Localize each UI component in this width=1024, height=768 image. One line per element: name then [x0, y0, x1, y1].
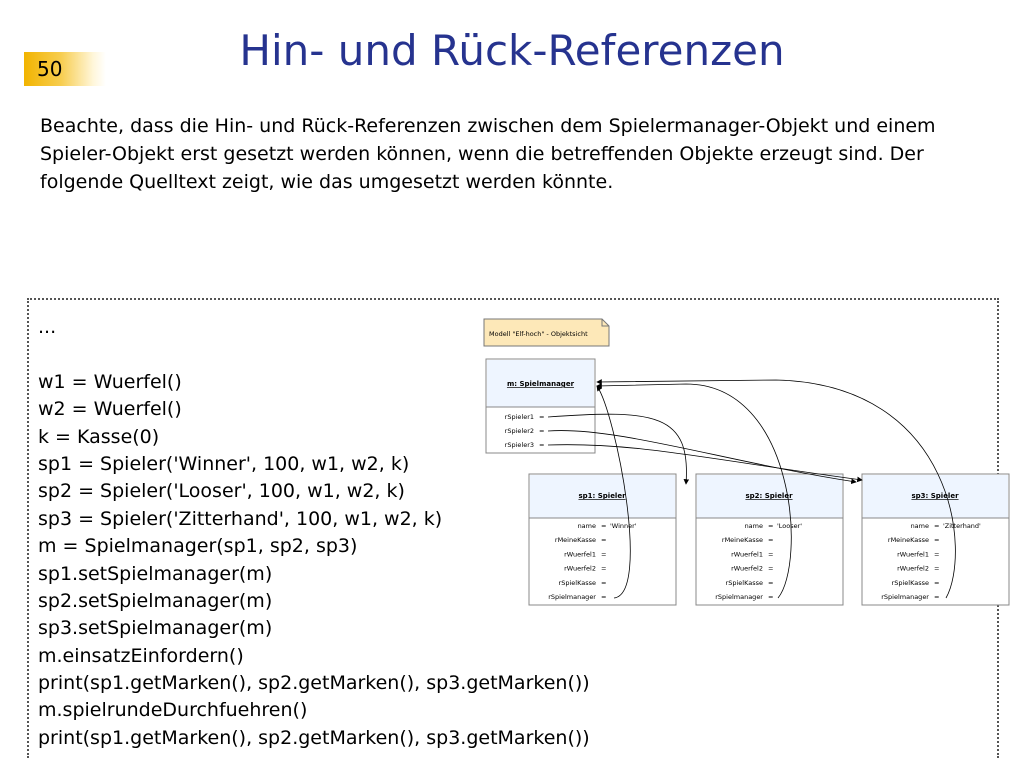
attribute-name: name [578, 522, 596, 530]
intro-paragraph: Beachte, dass die Hin- und Rück-Referenz… [40, 115, 936, 193]
code-listing: ... w1 = Wuerfel() w2 = Wuerfel() k = Kasse… [38, 314, 590, 752]
attribute-name: rSpielKasse [892, 579, 929, 587]
player-header: sp1: Spieler [578, 492, 626, 500]
attribute-name: rWuerfel1 [731, 550, 763, 558]
attribute-operator: = [768, 522, 773, 530]
attribute-name: rMeineKasse [888, 536, 929, 544]
attribute-operator: = [768, 550, 773, 558]
attribute-value: 'Looser' [777, 522, 802, 530]
code-line: print(sp1.getMarken(), sp2.getMarken(), … [38, 672, 590, 695]
manager-header: m: Spielmanager [507, 380, 575, 388]
code-line: sp1.setSpielmanager(m) [38, 562, 273, 585]
code-line: k = Kasse(0) [38, 425, 160, 448]
attribute-operator: = [934, 550, 939, 558]
attribute-value: 'Winner' [610, 522, 637, 530]
code-line: sp1 = Spieler('Winner', 100, w1, w2, k) [38, 452, 410, 475]
object-diagram: Modell "Elf-hoch" - Objektsicht m: Spiel… [483, 318, 1010, 606]
attribute-operator: = [601, 550, 606, 558]
slide-number: 50 [24, 52, 106, 86]
diagram-note-text: Modell "Elf-hoch" - Objektsicht [489, 330, 588, 338]
code-line: m.einsatzEinfordern() [38, 644, 244, 667]
attribute-operator: = [539, 413, 544, 421]
code-line: sp3 = Spieler('Zitterhand', 100, w1, w2,… [38, 507, 443, 530]
diagram-note: Modell "Elf-hoch" - Objektsicht [483, 318, 610, 347]
reference-connectors [547, 379, 956, 599]
attribute-operator: = [601, 536, 606, 544]
attribute-name: name [911, 522, 929, 530]
ref-sp3-manager [596, 379, 956, 599]
attribute-name: rSpieler1 [505, 413, 534, 421]
attribute-operator: = [934, 522, 939, 530]
attribute-operator: = [768, 593, 773, 601]
attribute-operator: = [601, 593, 606, 601]
ref-rspieler2 [547, 430, 857, 485]
attribute-operator: = [601, 565, 606, 573]
attribute-name: rSpieler2 [505, 427, 534, 435]
attribute-name: rMeineKasse [722, 536, 763, 544]
attribute-operator: = [539, 441, 544, 449]
player-header: sp2: Spieler [745, 492, 793, 500]
attribute-name: rSpielmanager [548, 593, 596, 601]
attribute-operator: = [934, 579, 939, 587]
code-line: sp2 = Spieler('Looser', 100, w1, w2, k) [38, 480, 405, 503]
attribute-name: rSpielmanager [881, 593, 929, 601]
ref-sp2-manager [596, 383, 792, 599]
attribute-operator: = [601, 579, 606, 587]
code-line: m.spielrundeDurchfuehren() [38, 699, 308, 722]
player-header: sp3: Spieler [911, 492, 959, 500]
code-line: w2 = Wuerfel() [38, 398, 182, 421]
attribute-name: rSpielKasse [559, 579, 596, 587]
player-object: sp3: Spieler name = 'Zitterhand' rMeineKasse… [861, 473, 1010, 606]
attribute-operator: = [768, 565, 773, 573]
attribute-name: rSpielmanager [715, 593, 763, 601]
code-line: m = Spielmanager(sp1, sp2, sp3) [38, 535, 358, 558]
attribute-operator: = [539, 427, 544, 435]
attribute-name: rSpielKasse [726, 579, 763, 587]
attribute-name: rWuerfel2 [564, 565, 596, 573]
code-line: sp3.setSpielmanager(m) [38, 617, 273, 640]
code-line: print(sp1.getMarken(), sp2.getMarken(), … [38, 726, 590, 749]
attribute-operator: = [934, 565, 939, 573]
attribute-name: rMeineKasse [555, 536, 596, 544]
attribute-name: rWuerfel1 [564, 550, 596, 558]
attribute-name: rSpieler3 [505, 441, 534, 449]
manager-object: m: Spielmanager rSpieler1 = rSpieler2 = rSpi… [485, 358, 596, 454]
slide-title: Hin- und Rück-Referenzen [239, 26, 785, 75]
code-line: w1 = Wuerfel() [38, 370, 182, 393]
attribute-value: 'Zitterhand' [943, 522, 981, 530]
player-object: sp1: Spieler name = 'Winner' rMeineKasse = rWu… [528, 473, 677, 606]
attribute-name: rWuerfel1 [897, 550, 929, 558]
attribute-operator: = [768, 579, 773, 587]
attribute-operator: = [934, 593, 939, 601]
ref-rspieler1 [547, 413, 690, 485]
player-object: sp2: Spieler name = 'Looser' rMeineKasse = rWu… [695, 473, 844, 606]
code-line: sp2.setSpielmanager(m) [38, 589, 273, 612]
attribute-operator: = [601, 522, 606, 530]
ref-sp1-manager [596, 385, 631, 599]
attribute-operator: = [768, 536, 773, 544]
attribute-operator: = [934, 536, 939, 544]
attribute-name: name [745, 522, 763, 530]
attribute-name: rWuerfel2 [731, 565, 763, 573]
ref-rspieler3 [547, 444, 863, 483]
code-line: ... [38, 316, 57, 338]
attribute-name: rWuerfel2 [897, 565, 929, 573]
